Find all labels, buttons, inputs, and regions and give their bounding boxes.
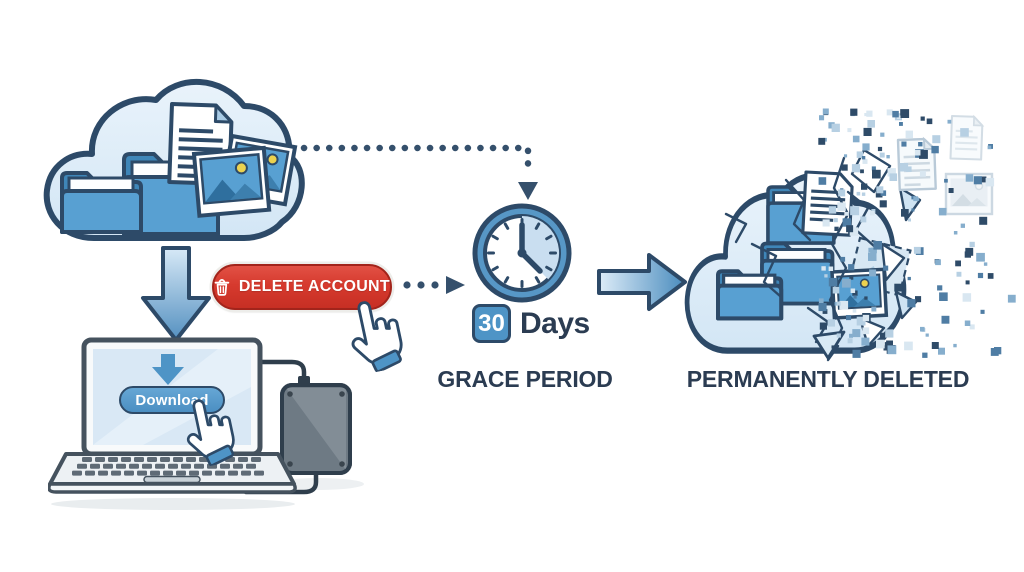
delete-account-label: DELETE ACCOUNT [238, 278, 390, 295]
folder-icon [715, 269, 784, 321]
download-label: Download [135, 391, 209, 409]
laptop-icon [48, 337, 297, 510]
external-drive-icon [237, 359, 364, 495]
shattered-cloud-icon [684, 108, 1016, 362]
permanently-deleted-label: PERMANENTLY DELETED [686, 366, 970, 392]
trash-icon [214, 279, 230, 296]
dissolve-pixels [818, 108, 1016, 358]
days-unit-label: Days [520, 306, 590, 340]
clock-icon [472, 203, 572, 303]
days-count-badge: 30 [472, 304, 511, 343]
arrow-right-icon [597, 253, 687, 311]
cloud-storage-icon [43, 78, 305, 241]
download-button[interactable]: Download [119, 386, 225, 414]
grace-days: 30 Days [472, 304, 590, 343]
delete-account-button[interactable]: DELETE ACCOUNT [212, 264, 392, 310]
dotted-path [300, 144, 538, 200]
clock-ticks [487, 218, 557, 288]
ghost-document-icon [949, 114, 985, 161]
download-arrow-icon [152, 354, 184, 385]
folder-icon [60, 171, 143, 234]
touchpad [143, 475, 201, 484]
crack-lines [724, 156, 876, 362]
photo-icon [191, 145, 272, 218]
photo-icon [830, 267, 889, 320]
dotted-arrow-icon [403, 276, 465, 294]
grace-period-label: GRACE PERIOD [437, 366, 613, 392]
arrow-down-icon [141, 246, 211, 342]
keyboard-keys [72, 457, 264, 476]
